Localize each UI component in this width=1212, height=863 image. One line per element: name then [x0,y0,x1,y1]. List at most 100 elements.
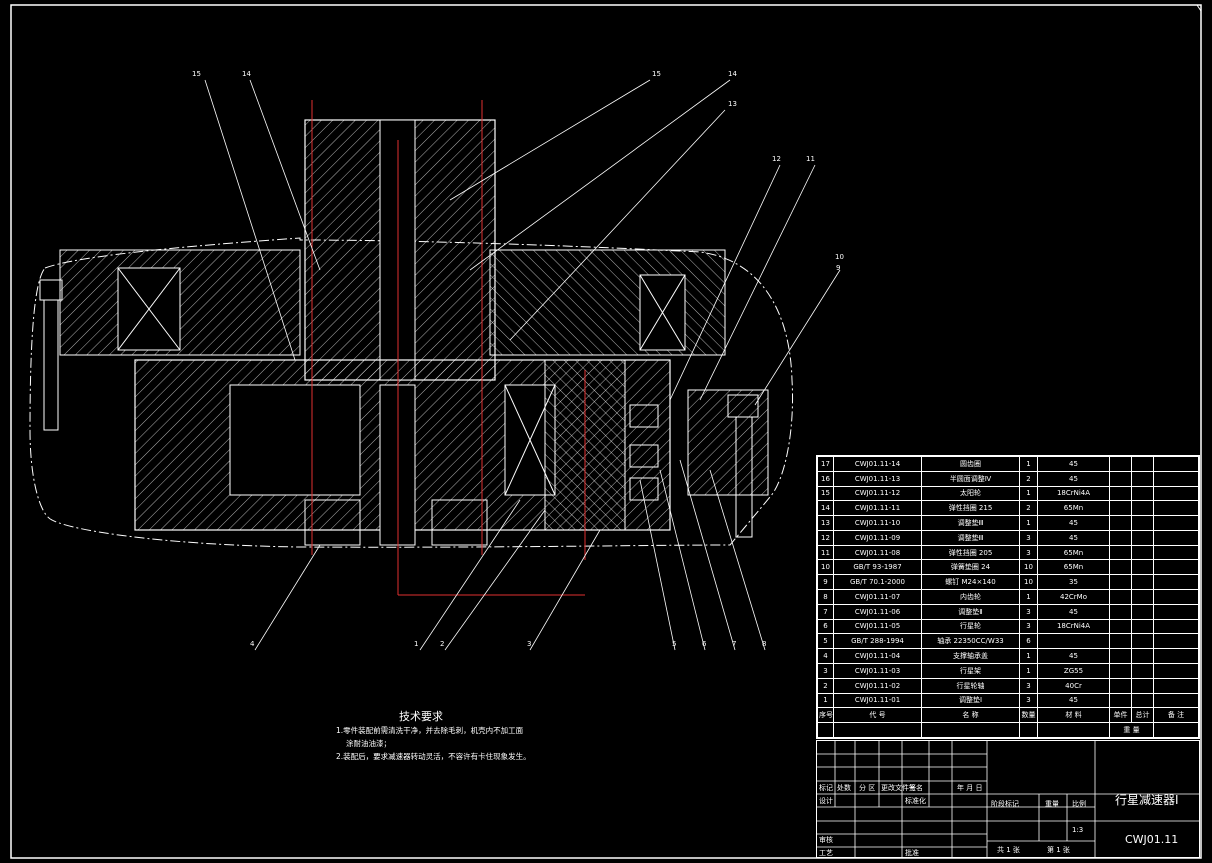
bom-cell-empty [1153,618,1199,635]
bearing-left-x2 [117,267,181,351]
bom-cell-empty [1109,559,1132,576]
bom-cell-code: GB/T 288-1994 [833,633,922,650]
bom-cell-empty [1153,485,1199,502]
bom-cell-empty [1131,559,1154,576]
bom-cell-mat: 45 [1037,603,1110,620]
callout-12: 12 [772,155,781,163]
bom-cell-code: CWJ01.11-13 [833,470,922,487]
bom-cell-no: 4 [817,648,834,664]
bom-cell-mat: 18CrNi4A [1037,618,1110,635]
bom-cell-empty [1109,574,1132,591]
corner-tick [1196,4,1202,12]
bom-cell-empty [1153,648,1199,664]
bom-header-code: 代 号 [833,707,922,724]
callout-14b: 14 [728,70,737,78]
bom-cell-empty [1109,633,1132,650]
callout-4: 4 [250,640,255,648]
bom-cell-mat: 45 [1037,529,1110,546]
bom-cell-name: 弹性挡圈 215 [921,500,1020,517]
drawing-name: 行星减速器Ⅰ [1115,793,1179,807]
bom-cell-empty [1131,648,1154,664]
bom-cell-code: CWJ01.11-11 [833,500,922,517]
bom-cell-no: 1 [817,692,834,709]
callout-15a: 15 [192,70,201,78]
callout-6: 6 [702,640,707,648]
bom-header-no: 序号 [817,707,834,724]
bom-cell-code: CWJ01.11-12 [833,485,922,502]
bom-cell-empty [1131,574,1154,591]
bom-cell-empty [1153,692,1199,709]
bom-cell-name: 螺钉 M24×140 [921,574,1020,591]
bom-header-weight: 重 量 [1109,722,1154,738]
bom-cell-empty [1131,485,1154,502]
bom-cell-empty [1109,618,1132,635]
bom-cell-qty: 3 [1019,544,1038,561]
tb-zone: 分 区 [859,784,876,792]
bom-cell-empty [1109,589,1132,605]
sheet-border [10,4,1202,859]
bom-cell-name: 调整垫Ⅲ [921,529,1020,546]
carrier-seat-right [431,499,488,546]
tb-approve: 批准 [905,849,919,857]
bom-cell-empty [1109,677,1132,694]
tech-req-heading: 技术要求 [399,710,443,723]
bom-cell-empty [1131,456,1154,472]
bom-cell-empty [1109,648,1132,664]
title-block-grid [817,741,1199,857]
callout-7: 7 [732,640,737,648]
bom-header-qty: 数量 [1019,707,1038,724]
bom-header-remark: 备 注 [1153,707,1199,724]
bom-cell-no: 3 [817,662,834,679]
tb-std: 标准化 [905,797,926,805]
tb-stage: 阶段标记 [991,800,1019,808]
tech-req-line-2: 2.装配后，要求减速器转动灵活，不容许有卡住现象发生。 [336,752,531,761]
bom-cell-empty [1131,692,1154,709]
tb-date: 年 月 日 [957,784,983,792]
callout-3: 3 [527,640,532,648]
bom-cell-code: CWJ01.11-01 [833,692,922,709]
bom-cell-no: 10 [817,559,834,576]
technical-requirements: 技术要求 1.零件装配前需清洗干净，并去除毛刺，机壳内不加工面 涂耐油油漆； 2… [336,708,596,763]
bom-cell-empty [1153,456,1199,472]
bom-cell-qty: 3 [1019,603,1038,620]
right-bolt-shank [735,416,753,538]
bearing-right-x2 [639,274,686,351]
bom-cell-qty: 1 [1019,589,1038,605]
left-bolt-shank [43,299,59,431]
bom-cell-empty [1109,603,1132,620]
bom-cell-qty: 1 [1019,648,1038,664]
bom-cell-qty: 1 [1019,456,1038,472]
callout-14a: 14 [242,70,251,78]
bom-cell-empty [1019,722,1038,738]
bom-cell-empty [1153,662,1199,679]
bom-cell-name: 半圆面调整Ⅳ [921,470,1020,487]
bom-cell-mat [1037,633,1110,650]
bom-cell-no: 12 [817,529,834,546]
bom-cell-code: CWJ01.11-09 [833,529,922,546]
bom-cell-empty [921,722,1020,738]
tb-weight: 重量 [1045,800,1059,808]
bom-cell-empty [1153,529,1199,546]
bom-cell-no: 14 [817,500,834,517]
bom-cell-qty: 2 [1019,470,1038,487]
bom-cell-code: CWJ01.11-10 [833,515,922,531]
bom-cell-qty: 2 [1019,500,1038,517]
callout-11: 11 [806,155,815,163]
bom-cell-empty [1153,603,1199,620]
bom-cell-mat: ZG55 [1037,662,1110,679]
callout-2: 2 [440,640,445,648]
bom-cell-no: 17 [817,456,834,472]
tb-count: 处数 [837,784,851,792]
